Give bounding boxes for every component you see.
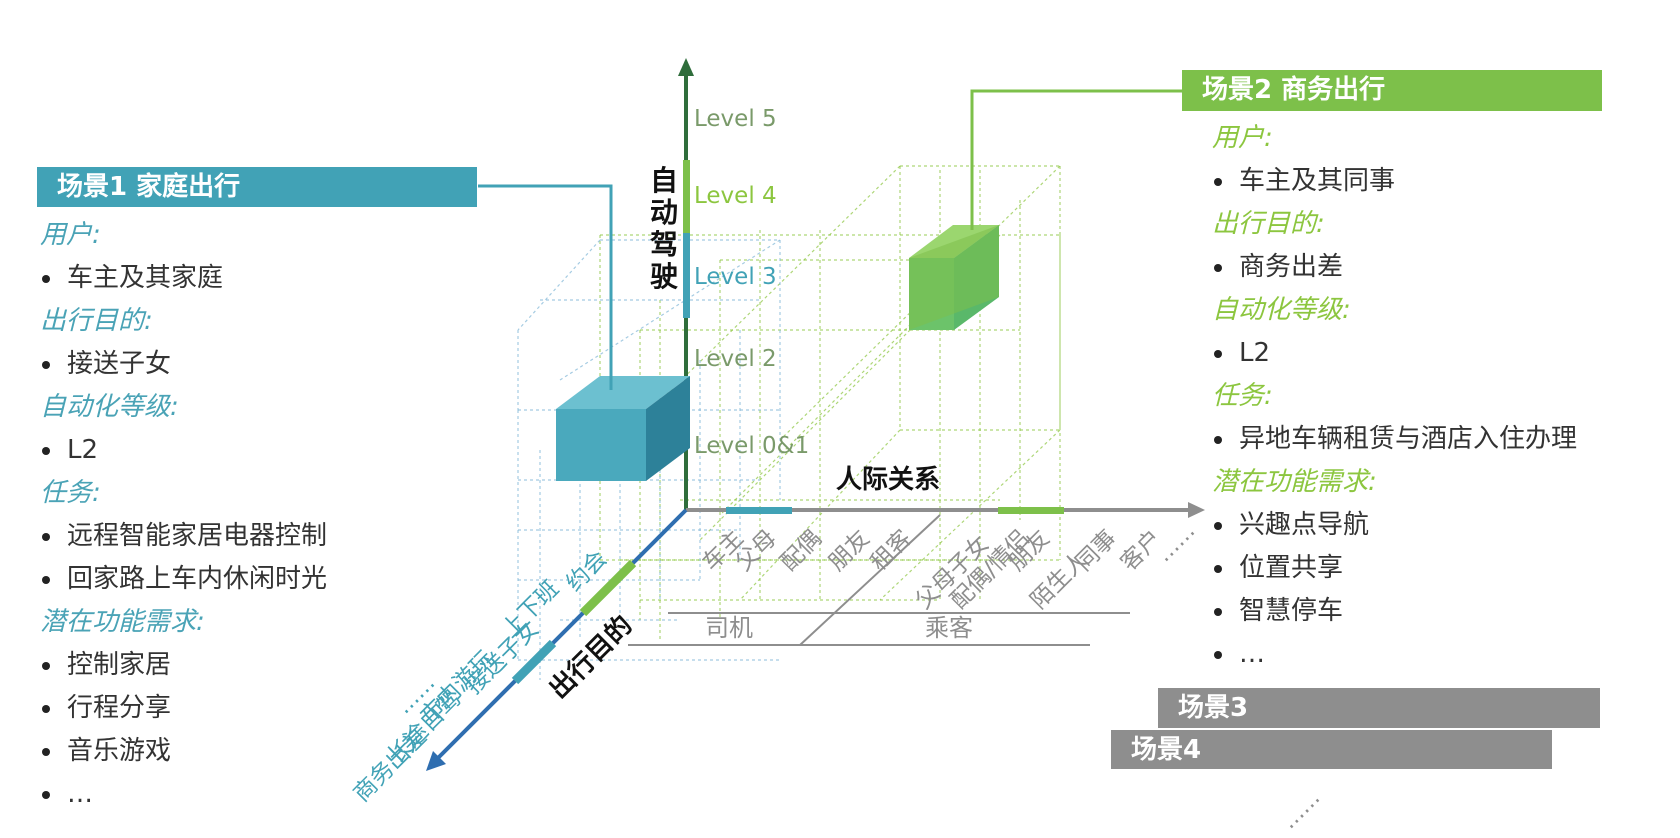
scene1-details: 用户: 车主及其家庭出行目的: 接送子女自动化等级: L2 任务: 远程智能家居电器控制回… [40,214,327,816]
section-heading: 用户: [1212,123,1273,153]
relation-group-passenger: 乘客 [925,614,973,642]
bullet-item: L2 [40,429,327,472]
section-heading: 出行目的: [1212,209,1325,239]
scene2-cube [909,225,999,330]
level-labels: Level 5 Level 4 Level 3 Level 2 Level 0&1 [694,106,809,459]
scene4-title: 场景4 [1131,735,1202,765]
relation-tick: 配偶 [776,525,827,576]
section-heading: 出行目的: [40,306,153,336]
bullet-item: L2 [1212,332,1577,375]
section-heading: 任务: [40,478,101,508]
level4-highlight [683,160,690,233]
bullet-item: 回家路上车内休闲时光 [40,558,327,601]
bullet-item: 接送子女 [40,343,327,386]
scene2-banner: 场景2 商务出行 [1182,70,1602,111]
relation-more: …… [1152,518,1201,567]
scene1-connector [478,184,613,390]
bullet-item: … [1212,633,1577,676]
relation-group-driver: 司机 [705,614,753,642]
scene2-connector [970,89,1182,230]
bullet-item: 行程分享 [40,687,327,730]
level3-highlight [683,233,690,318]
scene2-details: 用户: 车主及其同事出行目的: 商务出差自动化等级: L2 任务: 异地车辆租赁与酒店入住… [1212,117,1577,676]
section-heading: 任务: [1212,381,1273,411]
section-heading: 自动化等级: [1212,295,1351,325]
bullet-item: 位置共享 [1212,547,1577,590]
scene1-cube [556,376,690,481]
scene4-banner: 场景4 [1111,730,1552,769]
section-heading: 潜在功能需求: [1212,467,1377,497]
relation-tick: 租客 [866,525,917,576]
business-highlight [511,639,557,685]
relation-tick: 朋友 [824,525,875,576]
bullet-item: … [40,773,327,816]
colleague-highlight [998,507,1064,514]
scene1-title: 场景1 家庭出行 [57,172,241,202]
level-label: Level 2 [694,346,777,372]
bullet-item: 异地车辆租赁与酒店入住办理 [1212,418,1577,461]
depth-axis-label: 出行目的 [543,609,638,704]
bullet-item: 智慧停车 [1212,590,1577,633]
scene1-banner: 场景1 家庭出行 [37,167,477,207]
section-heading: 用户: [40,220,101,250]
scene3-title: 场景3 [1178,693,1249,723]
wireframe-grid [517,165,1061,680]
depth-axis [426,508,688,771]
purpose-tick: 商务出差 [349,724,432,807]
bullet-item: 音乐游戏 [40,730,327,773]
section-heading: 自动化等级: [40,392,179,422]
bullet-item: 车主及其家庭 [40,257,327,300]
bullet-item: 兴趣点导航 [1212,504,1577,547]
horizontal-axis-label: 人际关系 [836,465,940,495]
bullet-item: 商务出差 [1212,246,1577,289]
level-label: Level 5 [694,106,777,132]
owner-highlight [726,507,792,514]
relation-group-lines [628,514,1130,646]
level-label: Level 0&1 [694,433,809,459]
bullet-item: 控制家居 [40,644,327,687]
relation-tick: 父母 [731,525,782,576]
pickup-highlight [579,559,637,617]
section-heading: 潜在功能需求: [40,607,205,637]
more-scenes: …… [1277,785,1326,834]
bullet-item: 远程智能家居电器控制 [40,515,327,558]
level-label: Level 4 [694,183,777,209]
bullet-item: 车主及其同事 [1212,160,1577,203]
vertical-axis-label: 自动驾驶 [650,164,678,293]
scene3-banner: 场景3 [1158,688,1600,728]
horizontal-axis [686,502,1205,518]
level-label: Level 3 [694,264,777,290]
scene2-title: 场景2 商务出行 [1202,75,1386,105]
